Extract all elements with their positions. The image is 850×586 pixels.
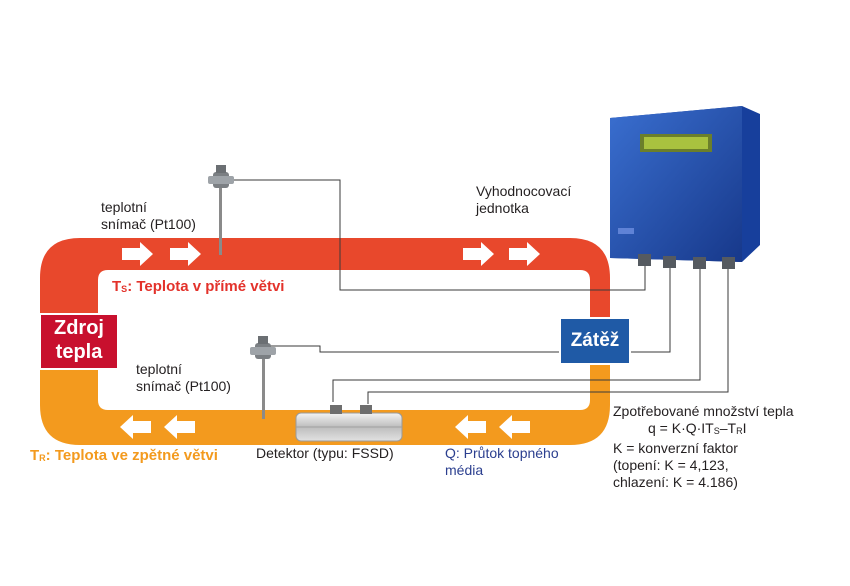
heat-formula-block: Zpotřebované množství tepla q = K·Q·ITS–… (613, 403, 794, 491)
evaluation-unit-line1: Vyhodnocovací (476, 183, 572, 199)
heat-source-line1: Zdroj (54, 317, 104, 339)
flow-arrow-icon (164, 415, 195, 439)
flow-arrow-icon (455, 415, 486, 439)
detector-label: Detektor (typu: FSSD) (256, 445, 394, 461)
supply-sensor-line1: teplotní (101, 199, 147, 215)
formula-sub-r: R (736, 426, 743, 436)
signal-wires (232, 179, 729, 404)
wire-return-sensor (265, 262, 671, 353)
return-sensor-line2: snímač (Pt100) (136, 378, 231, 394)
wire-supply-sensor (232, 179, 646, 291)
formula-equation: q = K·Q·ITS–TRI (613, 420, 794, 440)
supply-temp-subscript: S (121, 284, 128, 294)
heat-source-label: Zdroj tepla (40, 316, 118, 364)
return-temperature-label: TR: Teplota ve zpětné větvi (30, 447, 218, 467)
supply-sensor-label: teplotní snímač (Pt100) (101, 199, 196, 233)
flow-label: Q: Průtok topného média (445, 445, 559, 479)
heat-source-box (39, 313, 119, 370)
return-pipe (40, 325, 610, 445)
flow-line1: Q: Průtok topného (445, 445, 559, 461)
return-sensor-line1: teplotní (136, 361, 182, 377)
flow-line2: média (445, 462, 484, 478)
formula-cooling: chlazení: K = 4.186) (613, 474, 738, 490)
flow-arrow-icon (170, 242, 201, 266)
flow-detector-icon (295, 405, 403, 442)
load-box (559, 317, 631, 365)
load-label: Zátěž (570, 330, 620, 351)
supply-flow-arrows (122, 242, 540, 266)
flow-arrow-icon (463, 242, 494, 266)
formula-title: Zpotřebované množství tepla (613, 403, 794, 419)
return-sensor-label: teplotní snímač (Pt100) (136, 361, 231, 395)
formula-heating: (topení: K = 4,123, (613, 457, 729, 473)
return-temp-symbol: T (30, 447, 40, 464)
heat-meter-device-icon (610, 106, 760, 269)
flow-arrow-icon (499, 415, 530, 439)
formula-equation-suffix: I (742, 420, 747, 436)
formula-equation-mid: –T (719, 420, 737, 436)
evaluation-unit-label: Vyhodnocovací jednotka (476, 183, 571, 217)
flow-arrow-icon (120, 415, 151, 439)
wire-detector-b (367, 268, 729, 404)
heat-source-line2: tepla (55, 341, 103, 363)
return-temp-subscript: R (39, 453, 46, 463)
supply-temperature-label: TS: Teplota v přímé větvi (112, 278, 284, 298)
supply-sensor-line2: snímač (Pt100) (101, 216, 196, 232)
evaluation-unit-line2: jednotka (476, 200, 529, 216)
formula-k-definition: K = konverzní faktor (613, 440, 738, 456)
formula-sub-s: S (713, 426, 720, 436)
supply-temp-text: : Teplota v přímé větvi (127, 278, 285, 295)
flow-arrow-icon (509, 242, 540, 266)
formula-equation-prefix: q = K·Q·IT (648, 420, 714, 436)
temperature-sensor-icon (208, 165, 234, 255)
return-flow-arrows (120, 415, 530, 439)
wire-detector-a (332, 268, 701, 402)
temperature-sensor-icon (250, 336, 276, 419)
supply-temp-symbol: T (112, 278, 122, 295)
flow-arrow-icon (122, 242, 153, 266)
return-temp-text: : Teplota ve zpětné větvi (45, 447, 218, 464)
